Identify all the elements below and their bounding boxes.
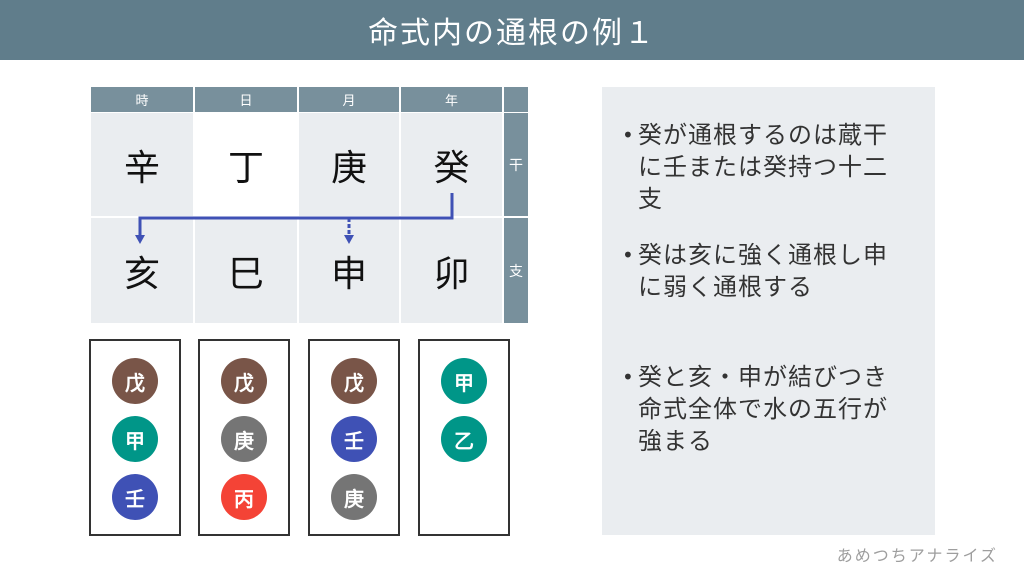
stem-hour: 辛 (91, 113, 193, 216)
hidden-stem-chip: 壬 (331, 416, 377, 462)
branch-day: 巳 (195, 218, 297, 323)
stem-year: 癸 (401, 113, 502, 216)
footer-brand: あめつちアナライズ (836, 546, 998, 565)
branch-month: 申 (299, 218, 399, 323)
hidden-stem-chip: 庚 (221, 416, 267, 462)
note-item: • 癸は亥に強く通根し申に弱く通根する (622, 239, 898, 303)
hidden-stem-chip: 戊 (221, 358, 267, 404)
hidden-stems-hour: 戊 甲 壬 (89, 339, 181, 536)
hidden-stem-chip: 戊 (112, 358, 158, 404)
hidden-stem-chip: 甲 (441, 358, 487, 404)
page-title: 命式内の通根の例１ (368, 16, 656, 51)
hidden-stem-chip: 丙 (221, 474, 267, 520)
bullet-icon: • (622, 365, 635, 389)
note-text: 癸が通根するのは蔵干に壬または癸持つ十二支 (638, 121, 888, 213)
header-hour: 時 (91, 87, 193, 112)
hidden-stem-chip: 壬 (112, 474, 158, 520)
hidden-stem-chip: 乙 (441, 416, 487, 462)
notes-panel: • 癸が通根するのは蔵干に壬または癸持つ十二支 • 癸は亥に強く通根し申に弱く通… (602, 87, 935, 535)
hidden-stem-chip: 甲 (112, 416, 158, 462)
note-item: • 癸と亥・申が結びつき命式全体で水の五行が強まる (622, 361, 898, 457)
note-item: • 癸が通根するのは蔵干に壬または癸持つ十二支 (622, 119, 898, 215)
header-month: 月 (299, 87, 399, 112)
row-label-stem: 干 (504, 113, 528, 216)
stem-month: 庚 (299, 113, 399, 216)
branch-year: 卯 (401, 218, 502, 323)
header-year: 年 (401, 87, 502, 112)
pillar-table: 時 日 月 年 辛 丁 庚 癸 干 亥 巳 申 卯 支 (91, 87, 528, 323)
header-day: 日 (195, 87, 297, 112)
bullet-icon: • (622, 123, 635, 147)
stem-day: 丁 (195, 113, 297, 216)
hidden-stem-chip: 庚 (331, 474, 377, 520)
row-label-branch: 支 (504, 218, 528, 323)
note-text: 癸と亥・申が結びつき命式全体で水の五行が強まる (638, 363, 888, 455)
hidden-stems-month: 戊 壬 庚 (308, 339, 400, 536)
title-bar: 命式内の通根の例１ (0, 0, 1024, 60)
bullet-icon: • (622, 243, 635, 267)
header-corner (504, 87, 528, 112)
note-text: 癸は亥に強く通根し申に弱く通根する (638, 241, 888, 301)
hidden-stems-year: 甲 乙 (418, 339, 510, 536)
branch-hour: 亥 (91, 218, 193, 323)
hidden-stems-day: 戊 庚 丙 (198, 339, 290, 536)
hidden-stem-chip: 戊 (331, 358, 377, 404)
